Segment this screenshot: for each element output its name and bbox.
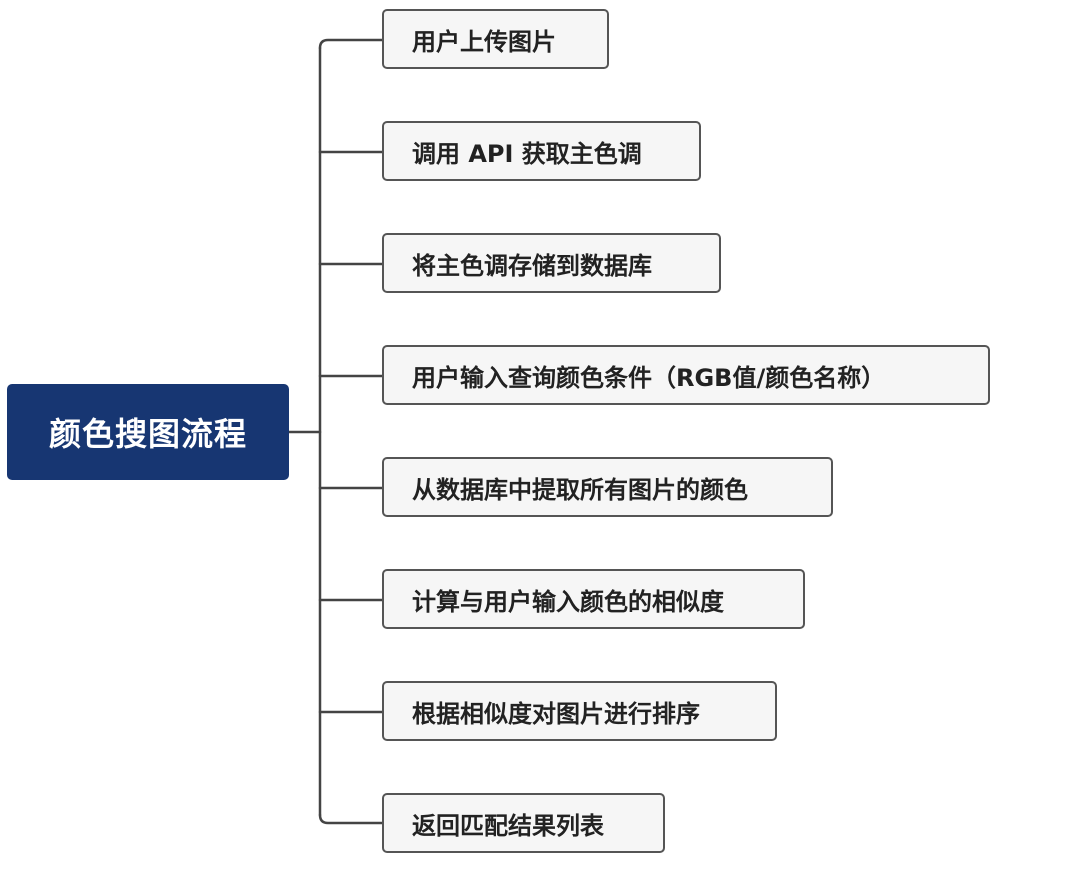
step-node-6: 计算与用户输入颜色的相似度 [382, 569, 805, 629]
step-node-8: 返回匹配结果列表 [382, 793, 665, 853]
root-node: 颜色搜图流程 [7, 384, 289, 480]
step-node-7: 根据相似度对图片进行排序 [382, 681, 777, 741]
step-node-4: 用户输入查询颜色条件（RGB值/颜色名称） [382, 345, 990, 405]
step-label-4: 用户输入查询颜色条件（RGB值/颜色名称） [412, 363, 886, 392]
step-label-3: 将主色调存储到数据库 [412, 251, 652, 280]
step-node-5: 从数据库中提取所有图片的颜色 [382, 457, 833, 517]
step-label-8: 返回匹配结果列表 [412, 811, 604, 840]
step-label-7: 根据相似度对图片进行排序 [412, 699, 700, 728]
branch-connector-8 [318, 813, 384, 825]
root-title: 颜色搜图流程 [48, 415, 247, 453]
step-node-2: 调用 API 获取主色调 [382, 121, 701, 181]
step-label-5: 从数据库中提取所有图片的颜色 [412, 475, 748, 504]
step-label-6: 计算与用户输入颜色的相似度 [412, 587, 724, 616]
step-node-1: 用户上传图片 [382, 9, 609, 69]
step-label-1: 用户上传图片 [412, 27, 556, 56]
step-label-2: 调用 API 获取主色调 [412, 139, 642, 168]
step-node-3: 将主色调存储到数据库 [382, 233, 721, 293]
branch-connector-1 [318, 38, 384, 50]
